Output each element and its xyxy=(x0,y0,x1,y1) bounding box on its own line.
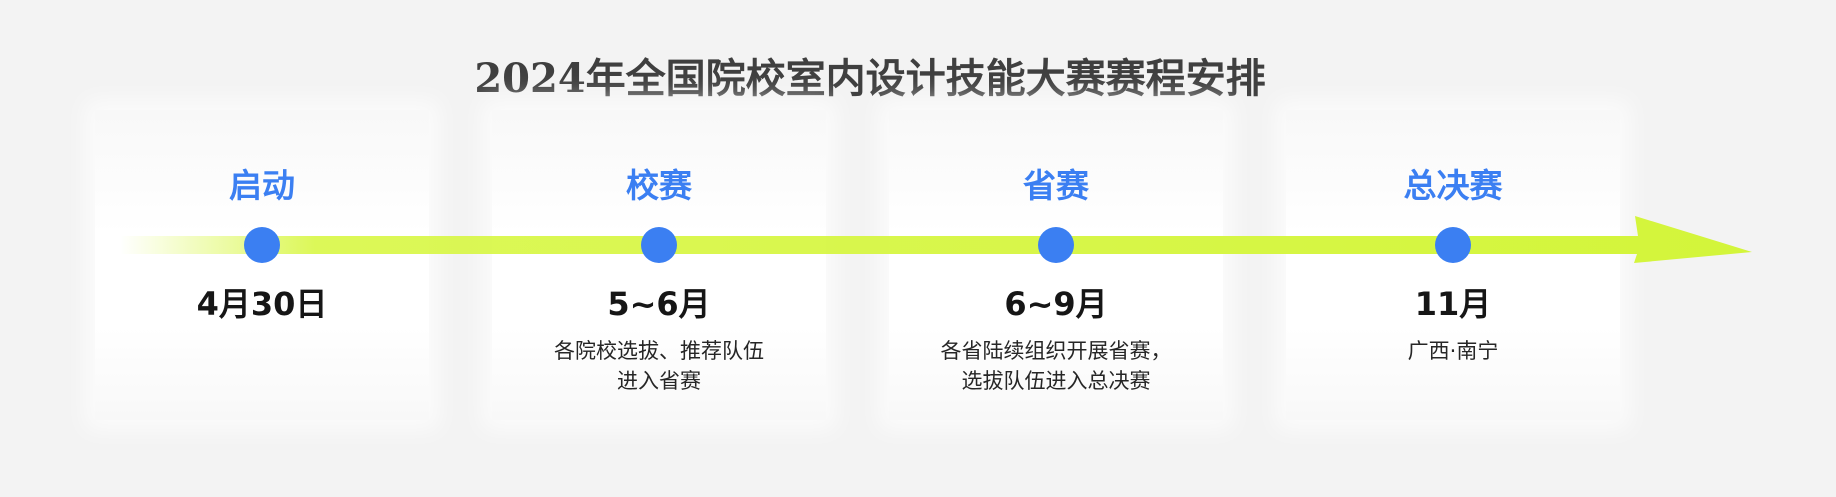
timeline-arrow xyxy=(120,216,1752,263)
stage-description-line: 各院校选拔、推荐队伍 xyxy=(554,339,764,363)
stage-card-2 xyxy=(492,110,826,420)
stage-name: 启动 xyxy=(229,166,295,205)
stage-card-1 xyxy=(95,110,429,420)
timeline-node-3 xyxy=(1038,227,1074,263)
stage-description-line: 广西·南宁 xyxy=(1407,339,1499,363)
stage-date: 11月 xyxy=(1414,285,1492,323)
stage-description-line: 进入省赛 xyxy=(617,369,701,393)
stage-date: 5~6月 xyxy=(607,285,711,323)
stage-description-line: 各省陆续组织开展省赛， xyxy=(940,339,1172,363)
stage-description: 各省陆续组织开展省赛， 选拔队伍进入总决赛 xyxy=(846,336,1266,396)
timeline-node-1 xyxy=(244,227,280,263)
stage-date: 4月30日 xyxy=(196,285,328,323)
stage-name: 校赛 xyxy=(626,166,692,205)
stage-name: 总决赛 xyxy=(1403,166,1503,205)
timeline-node-4 xyxy=(1435,227,1471,263)
stage-description: 广西·南宁 xyxy=(1243,336,1663,366)
page-title: 2024年全国院校室内设计技能大赛赛程安排 xyxy=(474,55,1266,102)
timeline-node-2 xyxy=(641,227,677,263)
stage-date: 6~9月 xyxy=(1004,285,1108,323)
stage-description: 各院校选拔、推荐队伍 进入省赛 xyxy=(449,336,869,396)
stage-description-line: 选拔队伍进入总决赛 xyxy=(961,369,1151,393)
stage-card-3 xyxy=(889,110,1223,420)
stage-card-4 xyxy=(1286,110,1620,420)
stage-name: 省赛 xyxy=(1023,166,1089,205)
